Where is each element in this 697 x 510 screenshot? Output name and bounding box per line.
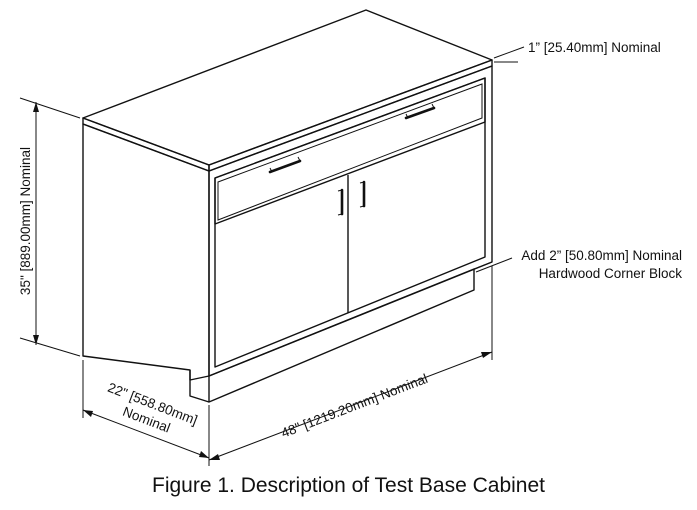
toe-kick-front-step: [473, 261, 493, 270]
face-frame-inner: [214, 77, 486, 368]
countertop-right-edge: [208, 59, 493, 172]
corner-block-label-line1: Add 2” [50.80mm] Nominal: [521, 248, 682, 263]
drawer-front: [214, 77, 486, 225]
top-thickness-label: 1” [25.40mm] Nominal: [528, 40, 661, 55]
height-label: 35" [889.00mm] Nominal: [18, 147, 33, 295]
corner-block-label-line2: Hardwood Corner Block: [539, 266, 683, 281]
depth-label: 22" [558.80mm] Nominal: [106, 380, 200, 436]
countertop-front-edge: [82, 117, 210, 172]
dimension-lines: [19, 46, 525, 466]
drawer-handle-right: [404, 103, 436, 120]
top-thickness-leader: [493, 46, 525, 59]
door-handle-left: [337, 188, 344, 216]
cabinet: [82, 9, 493, 403]
drawer-handle-left: [268, 156, 302, 174]
cabinet-side-panel: [82, 123, 210, 381]
drawer-front-inner: [217, 83, 483, 221]
door-handle-right: [359, 180, 366, 208]
toe-kick-side: [189, 370, 210, 403]
width-label: 48" [1219.20mm] Nominal: [279, 371, 430, 441]
height-dimension: [19, 97, 81, 357]
figure-caption: Figure 1. Description of Test Base Cabin…: [152, 474, 545, 497]
depth-dimension: [82, 360, 210, 466]
toe-kick-front: [208, 268, 475, 403]
width-dimension: [208, 266, 493, 461]
corner-block-leader: [475, 257, 513, 273]
